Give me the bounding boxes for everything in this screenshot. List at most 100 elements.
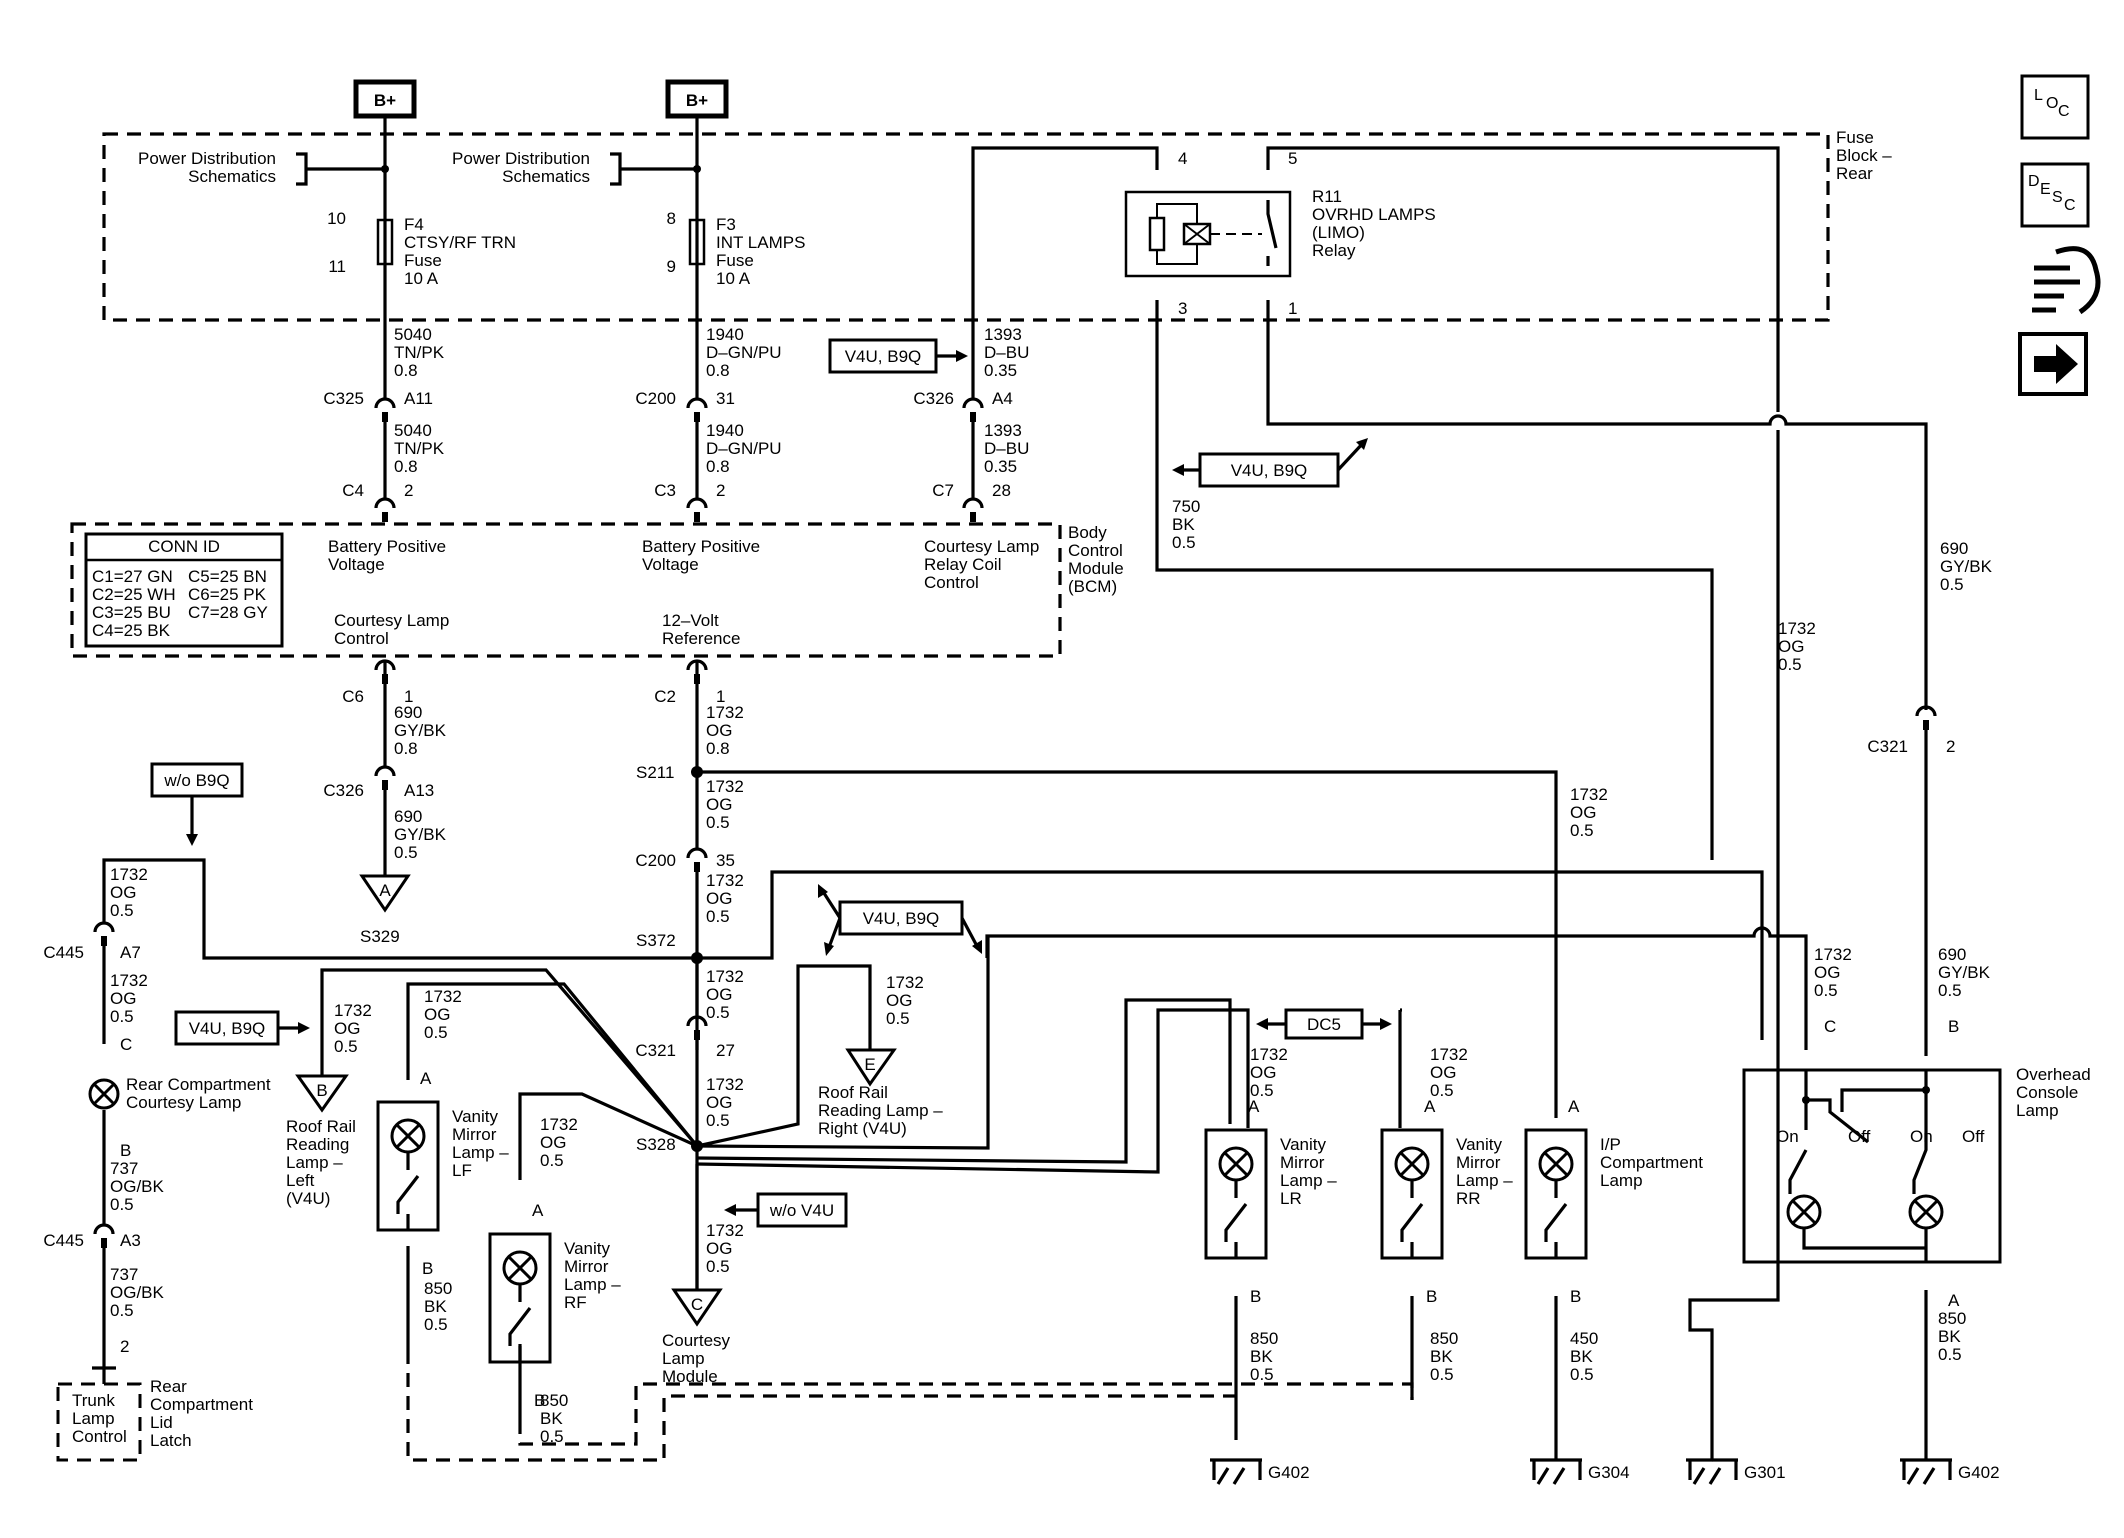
battery-feed-1: B+ [353,79,417,119]
svg-text:11: 11 [328,257,346,276]
svg-text:S329: S329 [360,927,400,946]
svg-text:V4U, B9Q: V4U, B9Q [845,347,922,366]
svg-text:E: E [864,1055,875,1074]
desc-icon[interactable]: DESC [2020,162,2090,228]
ground-label: G301 [1744,1463,1786,1482]
svg-text:Off: Off [1962,1127,1985,1146]
svg-text:S372: S372 [636,931,676,950]
svg-text:C2=25 WH: C2=25 WH [92,585,176,604]
svg-text:C1=27 GN: C1=27 GN [92,567,173,586]
svg-text:C7=28 GY: C7=28 GY [188,603,268,622]
connector-pin: 1 [404,687,413,706]
connector-mark [686,847,708,859]
connector-mark [1915,705,1937,717]
connector-name: C321 [635,1041,676,1060]
connector-mark [374,397,396,409]
svg-text:CONN ID: CONN ID [148,537,220,556]
svg-text:3: 3 [1178,299,1187,318]
ground-label: G304 [1588,1463,1630,1482]
connector-pin: 31 [716,389,735,408]
ground-symbol [1530,1458,1582,1485]
svg-text:C: C [1824,1017,1836,1036]
svg-text:B: B [316,1081,327,1100]
connector-name: C4 [342,481,364,500]
connector-pin: 2 [716,481,725,500]
connector-name: C200 [635,851,676,870]
battery-feed-2: B+ [665,79,729,119]
svg-text:S211: S211 [636,763,674,782]
connector-view-icon[interactable] [2032,246,2101,315]
svg-text:B+: B+ [374,91,396,110]
svg-text:On: On [1910,1127,1933,1146]
svg-text:S328: S328 [636,1135,676,1154]
connector-pin: A4 [992,389,1013,408]
connector-mark [962,497,984,509]
svg-text:On: On [1776,1127,1799,1146]
svg-text:A: A [1948,1291,1960,1310]
ground-symbol [1686,1458,1738,1485]
next-page-arrow-icon[interactable] [2018,332,2088,396]
connector-mark [686,397,708,409]
svg-text:B: B [1250,1287,1261,1306]
connector-pin: 2 [404,481,413,500]
connector-name: C321 [1867,737,1908,756]
connector-name: C325 [323,389,364,408]
svg-text:B: B [534,1391,545,1410]
connector-mark [374,659,396,671]
svg-text:A: A [420,1069,432,1088]
connector-mark [686,1015,708,1027]
svg-text:A: A [532,1201,544,1220]
svg-text:B+: B+ [686,91,708,110]
svg-text:C3=25 BU: C3=25 BU [92,603,171,622]
connector-mark [93,1223,115,1235]
connector-pin: 2 [1946,737,1955,756]
connector-pin: 1 [716,687,725,706]
svg-text:C4=25 BK: C4=25 BK [92,621,171,640]
connector-pin: A3 [120,1231,141,1250]
svg-text:C6=25 PK: C6=25 PK [188,585,267,604]
svg-text:5: 5 [1288,149,1297,168]
connector-mark [686,497,708,509]
